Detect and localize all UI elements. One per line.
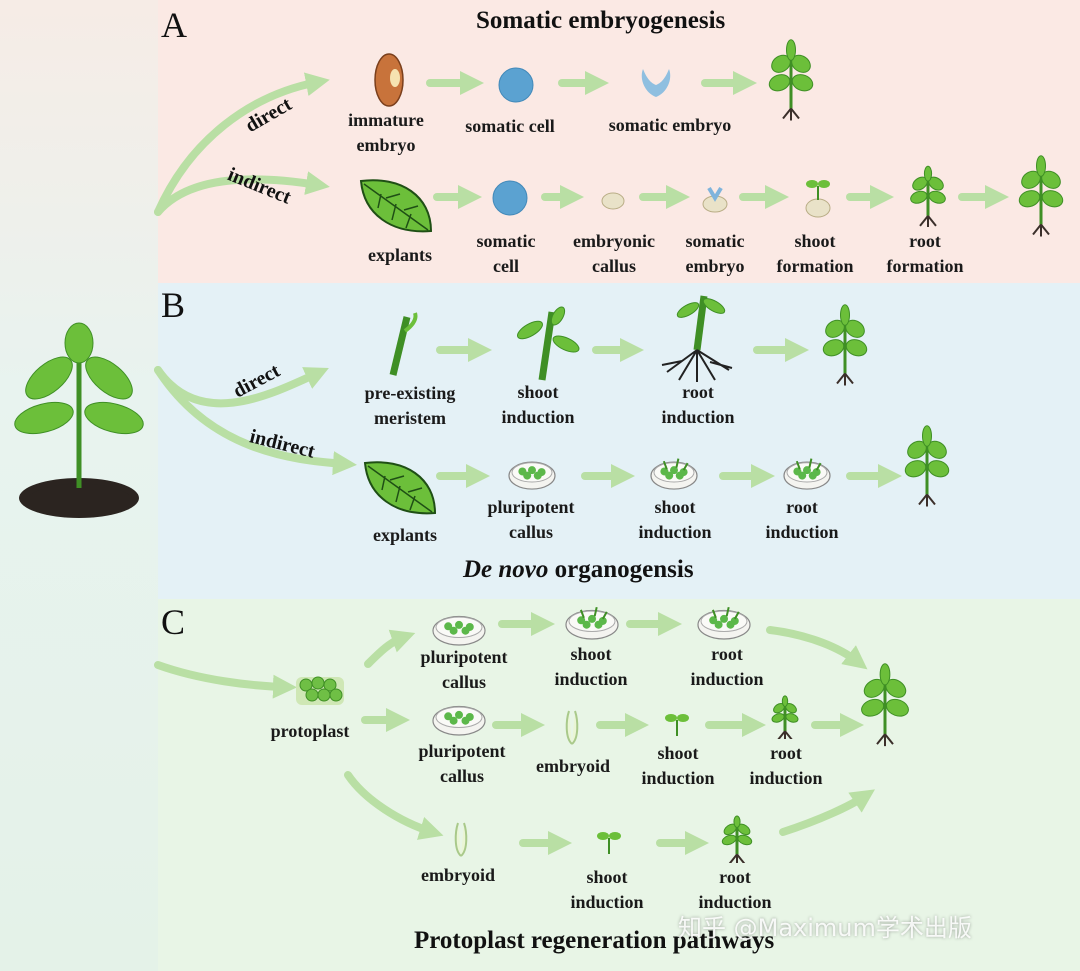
callus-dish-illustration (508, 461, 556, 490)
step-embryoid: embryoid (536, 756, 610, 776)
step-shoot-induction: shoot induction (638, 497, 712, 542)
step-root-induction: root induction (690, 644, 764, 689)
plantlet-illustration (904, 425, 950, 507)
rooted-seedling-illustration (771, 695, 799, 739)
root-dish-illustration (697, 606, 751, 640)
somatic-cell-illustration (498, 67, 534, 103)
somatic-embryo-on-callus-illustration (702, 186, 728, 213)
step-immature-embryo: immature embryo (348, 110, 424, 155)
entry-arrow (154, 661, 297, 699)
branch-arrow (344, 771, 444, 840)
step-somatic-embryo: somatic embryo (608, 115, 732, 135)
step-pluripotent-callus: pluripotent callus (420, 647, 508, 692)
step-shoot-induction: shoot induction (501, 382, 575, 427)
merge-arrow (766, 626, 868, 670)
plantlet-illustration (861, 663, 909, 747)
shoot-seedling-illustration (597, 832, 621, 854)
step-root-induction: root induction (698, 867, 772, 912)
root-induction-illustration (661, 295, 733, 382)
protoplast-cluster-illustration (296, 676, 344, 705)
shoot-seedling-illustration (665, 714, 689, 736)
panel-a-background (158, 0, 1080, 283)
step-protoplast: protoplast (270, 721, 350, 741)
step-shoot-induction: shoot induction (641, 743, 715, 788)
step-pluripotent-callus: pluripotent callus (418, 741, 506, 786)
merge-arrow (779, 789, 875, 836)
panel-b-title: De novo organogensis (463, 556, 694, 583)
branch-arrow (364, 629, 416, 668)
branch-arrow-indirect (154, 366, 357, 476)
callus-illustration (601, 192, 625, 210)
somatic-embryo-illustration (641, 69, 671, 97)
panel-c-title: Protoplast regeneration pathways (414, 927, 775, 954)
panel-a-title: Somatic embryogenesis (476, 7, 726, 34)
shoot-dish-illustration (650, 458, 698, 490)
somatic-cell-illustration (492, 180, 528, 216)
embryoid-illustration (454, 822, 468, 857)
meristem-stem-illustration (389, 312, 418, 376)
callus-dish-illustration (432, 615, 486, 646)
step-pre-existing-meristem: pre-existing meristem (364, 383, 456, 428)
step-embryoid: embryoid (421, 865, 495, 885)
explant-leaf-illustration (363, 461, 437, 515)
panel-a-letter: A (161, 5, 187, 45)
step-somatic-embryo: somatic embryo (685, 231, 745, 276)
branch-arrow-indirect (154, 171, 330, 216)
embryoid-illustration (565, 710, 579, 745)
explant-leaf-illustration (359, 179, 433, 233)
rooted-plantlet-illustration (910, 165, 946, 227)
step-shoot-induction: shoot induction (570, 867, 644, 912)
step-pluripotent-callus: pluripotent callus (487, 497, 575, 542)
step-root-induction: root induction (661, 382, 735, 427)
branch-arrow-direct (154, 72, 330, 216)
step-somatic-cell: somatic cell (465, 116, 555, 136)
panel-c-background (158, 599, 1080, 971)
step-explants: explants (367, 245, 433, 265)
plantlet-illustration (1018, 155, 1064, 237)
watermark: 知乎 @Maximum学术出版 (678, 914, 972, 942)
panel-c-letter: C (161, 602, 186, 642)
immature-embryo-illustration (374, 53, 404, 107)
plantlet-illustration (822, 304, 868, 386)
rooted-seedling-illustration (721, 815, 753, 863)
step-embryonic-callus: embryonic callus (573, 231, 655, 276)
step-shoot-induction: shoot induction (554, 644, 628, 689)
step-somatic-cell: somatic cell (476, 231, 536, 276)
plantlet-illustration (768, 39, 814, 121)
shoot-on-callus-illustration (805, 180, 831, 218)
shoot-induction-stem-illustration (517, 306, 580, 381)
root-dish-illustration (783, 458, 831, 490)
step-explants: explants (372, 525, 438, 545)
callus-dish-illustration (432, 705, 486, 736)
big-plant-illustration (14, 322, 144, 518)
step-shoot-formation: shoot formation (776, 231, 854, 276)
step-root-formation: root formation (886, 231, 964, 276)
panel-b-letter: B (161, 285, 186, 325)
shoot-dish-illustration (565, 606, 619, 640)
step-root-induction: root induction (765, 497, 839, 542)
step-root-induction: root induction (749, 743, 823, 788)
